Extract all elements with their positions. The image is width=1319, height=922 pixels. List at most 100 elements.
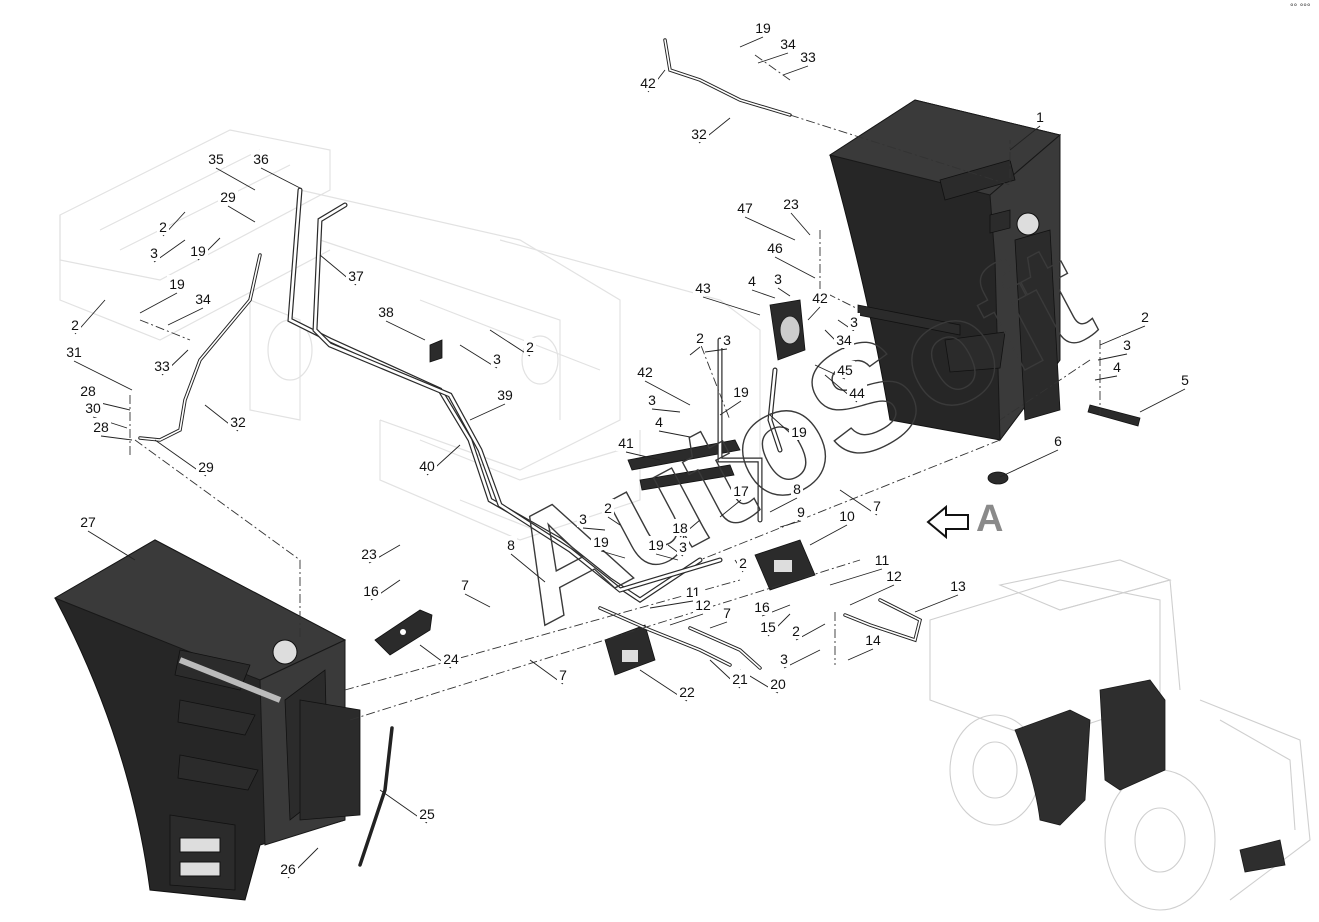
leader-line-19: [719, 400, 742, 416]
arrow-left-icon: [926, 504, 969, 540]
leader-line-7: [709, 621, 728, 629]
callout-32: 32: [691, 126, 707, 142]
assembly-line: [694, 329, 731, 421]
callout-7: 7: [559, 667, 567, 683]
callout-bg: [752, 598, 772, 615]
callout-bg: [602, 499, 614, 516]
callout-5: 5: [1181, 372, 1189, 388]
callout-3: 3: [780, 651, 788, 667]
callout-33: 33: [154, 358, 170, 374]
callout-bg: [789, 423, 809, 440]
callout-47: 47: [737, 200, 753, 216]
callout-bg: [758, 618, 778, 635]
leader-line-38: [385, 320, 426, 341]
callout-3: 3: [679, 539, 687, 555]
leader-line-47: [744, 216, 796, 241]
callout-1: 1: [1036, 109, 1044, 125]
callout-bg: [78, 382, 98, 399]
callout-2: 2: [1141, 309, 1149, 325]
callout-24: 24: [443, 651, 459, 667]
callout-37: 37: [348, 268, 364, 284]
leader-line-46: [774, 256, 816, 279]
callout-19: 19: [593, 534, 609, 550]
callout-bg: [83, 399, 103, 416]
callout-bg: [646, 391, 658, 408]
callout-bg: [495, 386, 515, 403]
callout-bg: [646, 536, 666, 553]
leader-line-27: [87, 530, 136, 561]
callout-19: 19: [791, 424, 807, 440]
callout-39: 39: [497, 387, 513, 403]
leader-line-28: [100, 435, 133, 441]
right-fuel-tank: [828, 99, 1062, 442]
callout-bg: [746, 272, 758, 289]
callout-bg: [677, 683, 697, 700]
callout-bg: [753, 19, 773, 36]
assembly-line: [789, 114, 1011, 186]
callout-bg: [441, 650, 461, 667]
callout-19: 19: [190, 243, 206, 259]
callout-25: 25: [419, 806, 435, 822]
leader-line-42: [644, 380, 691, 406]
leader-line-11: [829, 568, 883, 586]
leader-line-3: [651, 408, 681, 413]
callout-bg: [491, 350, 503, 367]
leader-line-4: [658, 430, 691, 438]
callout-46: 46: [767, 240, 783, 256]
callout-bg: [670, 519, 690, 536]
callout-9: 9: [797, 504, 805, 520]
callout-12: 12: [695, 597, 711, 613]
callout-33: 33: [800, 49, 816, 65]
callout-2: 2: [792, 623, 800, 639]
callout-21: 21: [732, 671, 748, 687]
callout-bg: [768, 675, 788, 692]
callout-bg: [148, 244, 160, 261]
leader-line-7: [464, 593, 491, 608]
leader-line-41: [625, 451, 661, 461]
callout-bg: [1034, 108, 1046, 125]
tractor-illustration: [929, 559, 1311, 911]
callout-27: 27: [80, 514, 96, 530]
leader-line-23: [790, 212, 811, 236]
callout-13: 13: [950, 578, 966, 594]
leader-line-13: [914, 594, 959, 613]
callout-bg: [871, 497, 883, 514]
callout-40: 40: [419, 458, 435, 474]
leader-line-2: [607, 516, 621, 526]
callout-34: 34: [195, 291, 211, 307]
callout-bg: [206, 150, 226, 167]
leader-line-3: [582, 527, 606, 531]
callout-bg: [790, 622, 802, 639]
callout-4: 4: [1113, 359, 1121, 375]
callout-3: 3: [493, 351, 501, 367]
callout-29: 29: [198, 459, 214, 475]
callout-bg: [577, 510, 589, 527]
callout-2: 2: [526, 339, 534, 355]
callout-bg: [1052, 432, 1064, 449]
leader-line-10: [809, 524, 848, 546]
hoses: [138, 38, 923, 867]
callout-bg: [78, 513, 98, 530]
callout-bg: [693, 279, 713, 296]
assembly-line: [139, 319, 191, 341]
leader-line-8: [510, 553, 546, 583]
callout-3: 3: [1123, 337, 1131, 353]
leader-line-12: [669, 613, 704, 626]
callout-19: 19: [733, 384, 749, 400]
callout-16: 16: [363, 583, 379, 599]
callout-17: 17: [733, 483, 749, 499]
callout-bg: [167, 275, 187, 292]
leader-line-4: [751, 289, 776, 299]
callout-bg: [791, 480, 803, 497]
callout-2: 2: [696, 330, 704, 346]
callout-8: 8: [507, 537, 515, 553]
callout-7: 7: [873, 498, 881, 514]
callout-2: 2: [739, 555, 747, 571]
leader-line-31: [73, 360, 133, 391]
leader-line-11: [649, 600, 694, 609]
callout-bg: [721, 604, 733, 621]
callout-43: 43: [695, 280, 711, 296]
callout-bg: [69, 316, 81, 333]
callout-bg: [737, 554, 749, 571]
